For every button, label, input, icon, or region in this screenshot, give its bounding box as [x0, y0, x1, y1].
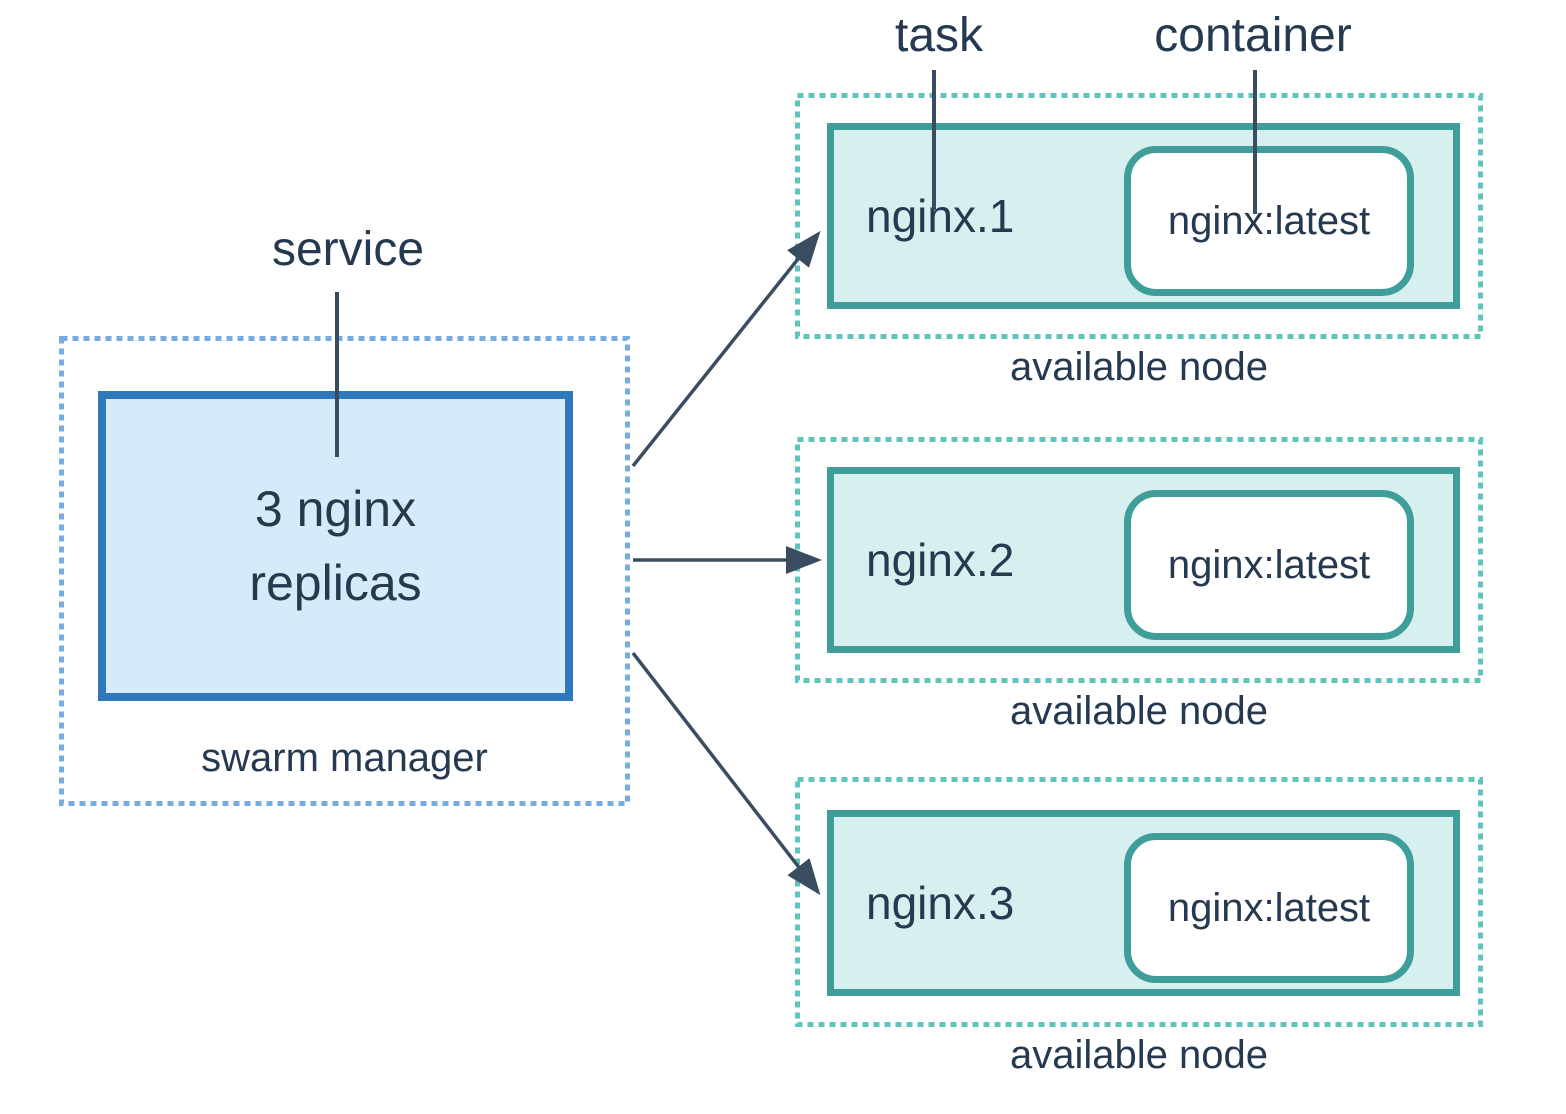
service-replicas-box: 3 nginx replicas [98, 391, 573, 701]
swarm-manager-group: 3 nginx replicas swarm manager [59, 336, 630, 806]
available-node-2: nginx.2 nginx:latest available node [795, 437, 1483, 737]
task-label: task [894, 9, 984, 62]
service-label: service [271, 223, 425, 276]
node-caption: available node [1010, 345, 1268, 389]
task-box-nginx-1: nginx.1 nginx:latest [827, 123, 1460, 309]
arrow-to-node-3 [631, 651, 821, 896]
node-caption: available node [1010, 689, 1268, 733]
task-box-nginx-2: nginx.2 nginx:latest [827, 467, 1460, 653]
container-image-box: nginx:latest [1124, 490, 1414, 640]
task-box-nginx-3: nginx.3 nginx:latest [827, 810, 1460, 996]
container-image-box: nginx:latest [1124, 146, 1414, 296]
available-node-3: nginx.3 nginx:latest available node [795, 777, 1483, 1077]
swarm-manager-caption: swarm manager [201, 736, 488, 780]
task-name-label: nginx.2 [866, 534, 1015, 586]
task-name-label: nginx.1 [866, 190, 1015, 242]
available-node-1: nginx.1 nginx:latest available node [795, 93, 1483, 393]
node-caption: available node [1010, 1033, 1268, 1077]
task-name-label: nginx.3 [866, 877, 1015, 929]
container-label: container [1154, 9, 1352, 62]
container-image-box: nginx:latest [1124, 833, 1414, 983]
arrow-to-node-1 [631, 230, 821, 468]
